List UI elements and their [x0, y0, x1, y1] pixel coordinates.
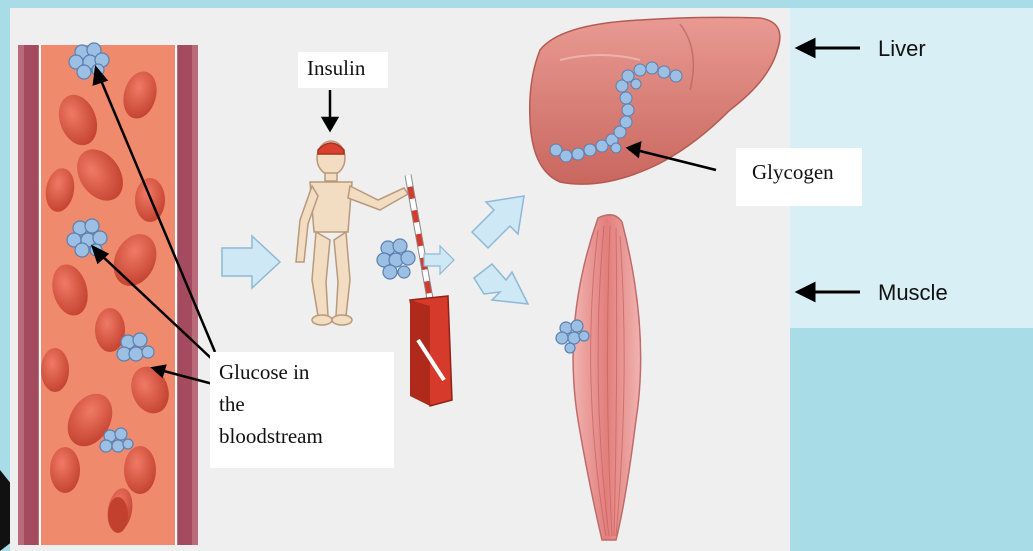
- blood-vessel: [18, 45, 198, 545]
- glucose-label-line2: the: [219, 392, 245, 417]
- liver-label: Liver: [878, 36, 926, 62]
- insulin-label: Insulin: [307, 56, 365, 81]
- blood-droplet: [108, 497, 128, 533]
- muscle-label: Muscle: [878, 280, 948, 306]
- glucose-label-line1: Glucose in: [219, 360, 309, 385]
- glycogen-label: Glycogen: [752, 160, 834, 185]
- glucose-label-line3: bloodstream: [219, 424, 323, 449]
